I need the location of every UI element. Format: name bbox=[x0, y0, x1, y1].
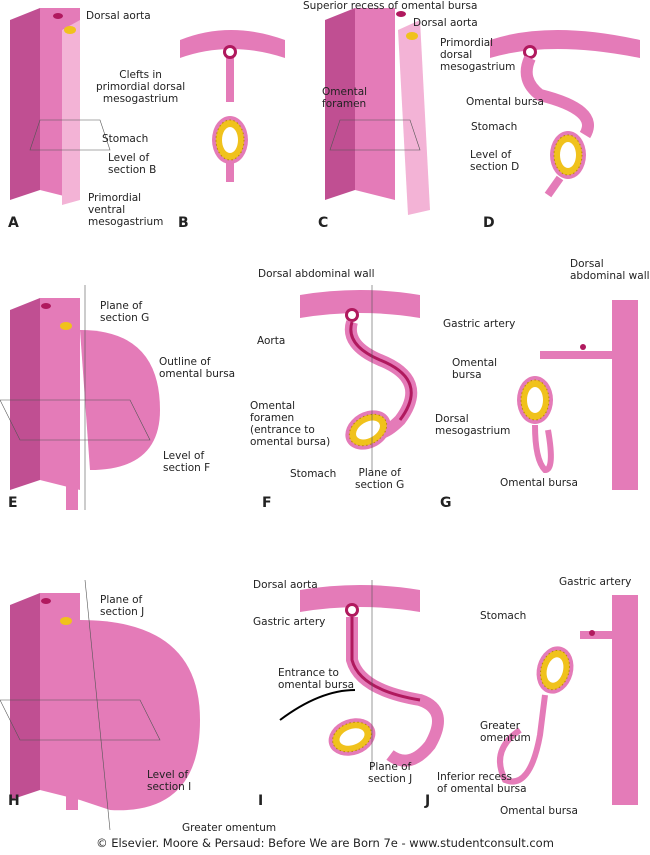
label-plane-j: Plane of section J bbox=[100, 594, 145, 618]
panel-label-h: H bbox=[8, 793, 20, 809]
panel-label-j: J bbox=[425, 793, 431, 809]
label-gastric-artery: Gastric artery bbox=[559, 576, 632, 588]
label-level-i: Level of section I bbox=[147, 769, 192, 793]
panel-j-drawing bbox=[497, 595, 638, 805]
label-inferior-recess: Inferior recess of omental bursa bbox=[437, 771, 527, 795]
label-dorsal-mesogastrium: Dorsal mesogastrium bbox=[435, 413, 511, 437]
panel-b-drawing bbox=[180, 30, 285, 182]
label-stomach: Stomach bbox=[290, 468, 337, 480]
label-omental-bursa: Omental bursa bbox=[452, 357, 498, 381]
label-plane-g: Plane of section G bbox=[100, 300, 150, 324]
label-omental-foramen: Omental foramen bbox=[322, 86, 368, 110]
label-dorsal-wall: Dorsal abdominal wall bbox=[258, 268, 375, 280]
label-greater-omentum: Greater omentum bbox=[480, 720, 531, 744]
panel-d-drawing bbox=[490, 30, 640, 198]
panel-h-drawing bbox=[0, 579, 200, 831]
panel-g-drawing bbox=[516, 300, 638, 490]
label-stomach: Stomach bbox=[102, 133, 149, 145]
label-gastric-artery: Gastric artery bbox=[253, 616, 326, 628]
label-level-d: Level of section D bbox=[470, 149, 520, 173]
panel-a-drawing bbox=[10, 8, 111, 205]
panel-e-drawing bbox=[0, 285, 160, 510]
label-level-b: Level of section B bbox=[108, 152, 157, 176]
label-gastric-artery: Gastric artery bbox=[443, 318, 516, 330]
copyright-footer: © Elsevier. Moore & Persaud: Before We a… bbox=[96, 836, 554, 850]
label-superior-recess: Superior recess of omental bursa bbox=[303, 0, 478, 12]
label-plane-j: Plane of section J bbox=[368, 761, 413, 785]
label-omental-foramen: Omental foramen (entrance to omental bur… bbox=[250, 400, 331, 448]
panel-label-f: F bbox=[262, 495, 272, 511]
panel-label-d: D bbox=[483, 215, 495, 231]
label-dorsal-aorta: Dorsal aorta bbox=[413, 17, 478, 29]
label-omental-bursa: Omental bursa bbox=[500, 477, 578, 489]
label-dorsal-aorta: Dorsal aorta bbox=[253, 579, 318, 591]
panel-label-e: E bbox=[8, 495, 18, 511]
label-omental-bursa: Omental bursa bbox=[466, 96, 544, 108]
label-greater-omentum: Greater omentum bbox=[182, 822, 277, 834]
panel-label-a: A bbox=[8, 215, 19, 231]
label-dorsal-mesogastrium: Primordial dorsal mesogastrium bbox=[440, 37, 516, 73]
panel-c-drawing bbox=[325, 8, 430, 215]
panel-label-c: C bbox=[318, 215, 329, 231]
label-omental-bursa: Omental bursa bbox=[500, 805, 578, 817]
label-clefts: Clefts in primordial dorsal mesogastrium bbox=[96, 69, 186, 105]
panel-label-b: B bbox=[178, 215, 189, 231]
panel-label-g: G bbox=[440, 495, 452, 511]
panel-i-drawing bbox=[279, 580, 444, 770]
label-plane-g: Plane of section G bbox=[355, 467, 405, 491]
label-aorta: Aorta bbox=[257, 335, 286, 347]
label-ventral-mesogastrium: Primordial ventral mesogastrium bbox=[88, 192, 164, 228]
label-stomach: Stomach bbox=[480, 610, 527, 622]
label-dorsal-wall: Dorsal abdominal wall bbox=[570, 258, 650, 282]
label-level-f: Level of section F bbox=[163, 450, 211, 474]
panel-f-drawing bbox=[300, 285, 420, 470]
label-outline-bursa: Outline of omental bursa bbox=[159, 356, 236, 380]
label-entrance-bursa: Entrance to omental bursa bbox=[278, 667, 355, 691]
label-dorsal-aorta: Dorsal aorta bbox=[86, 10, 151, 22]
panel-label-i: I bbox=[258, 793, 264, 809]
label-stomach: Stomach bbox=[471, 121, 518, 133]
